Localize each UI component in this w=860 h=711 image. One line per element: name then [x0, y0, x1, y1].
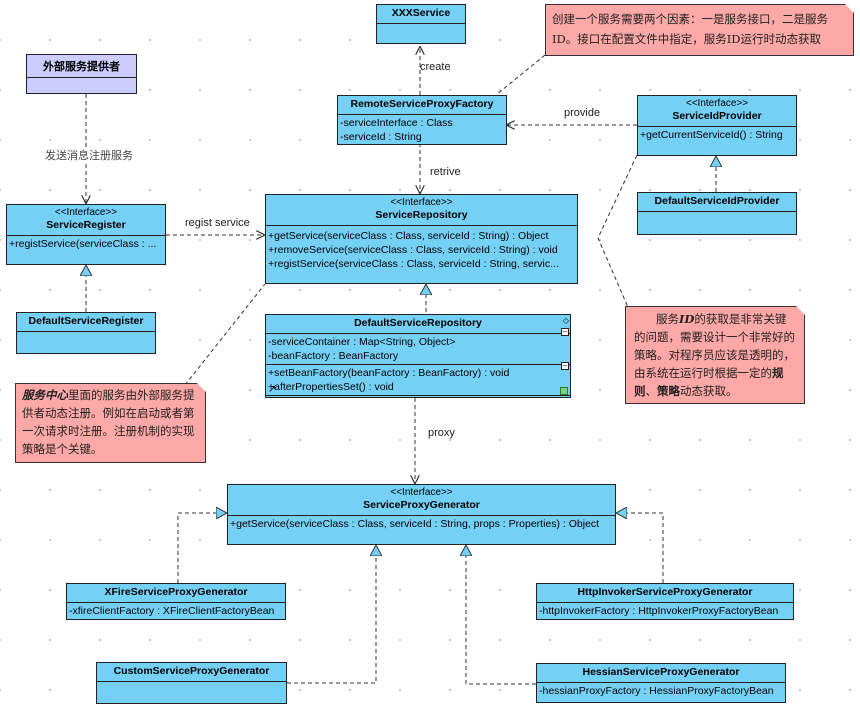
class-default-service-register[interactable]: DefaultServiceRegister: [16, 312, 156, 354]
collapse-operations-icon[interactable]: –: [561, 361, 569, 370]
stereotype: <<Interface>>: [390, 197, 453, 208]
class-name: DefaultServiceIdProvider: [654, 195, 780, 207]
label-proxy: proxy: [428, 427, 455, 439]
class-name: RemoteServiceProxyFactory: [350, 98, 494, 110]
edge-realize-hessian: [466, 545, 536, 685]
class-default-service-id-provider[interactable]: DefaultServiceIdProvider: [637, 192, 797, 235]
collapse-attributes-icon[interactable]: –: [561, 327, 569, 336]
class-httpinvoker-service-proxy-generator[interactable]: HttpInvokerServiceProxyGenerator -httpIn…: [536, 583, 794, 620]
note-service-center[interactable]: 服务中心里面的服务由外部服务提供者动态注册。例如在启动或者第一次请求时注册。注册…: [15, 383, 206, 463]
class-name: DefaultServiceRepository: [354, 317, 482, 329]
label-create: create: [420, 61, 451, 73]
attribute: -serviceInterface : Class: [340, 117, 453, 129]
note-id: ID: [679, 312, 695, 326]
anchor-note-left: [184, 283, 266, 386]
note-service-id-strategy[interactable]: 服务ID的获取是非常关键的问题，需要设计一个非常好的策略。对程序员应该是透明的，…: [625, 306, 805, 404]
class-name: ServiceRepository: [375, 209, 468, 221]
class-name: ServiceIdProvider: [672, 110, 762, 122]
operation: +registService(serviceClass : Class, ser…: [268, 258, 559, 270]
class-name: HessianServiceProxyGenerator: [582, 666, 740, 678]
actor-external-provider[interactable]: 外部服务提供者: [26, 54, 137, 94]
class-xfire-service-proxy-generator[interactable]: XFireServiceProxyGenerator -xfireClientF…: [66, 583, 286, 620]
class-default-service-repository[interactable]: DefaultServiceRepository -serviceContain…: [265, 314, 571, 398]
class-custom-service-proxy-generator[interactable]: CustomServiceProxyGenerator: [96, 662, 287, 704]
stereotype: <<Interface>>: [685, 98, 749, 109]
label-retrive: retrive: [430, 166, 461, 178]
stereotype: <<Interface>>: [54, 207, 118, 218]
class-hessian-service-proxy-generator[interactable]: HessianServiceProxyGenerator -hessianPro…: [536, 663, 786, 703]
class-name: XXXService: [391, 7, 451, 19]
operation: +registService(serviceClass : ...: [9, 238, 157, 250]
class-name: ServiceProxyGenerator: [363, 499, 480, 511]
operation: +afterPropertiesSet() : void: [268, 381, 394, 393]
label-register-message: 发送消息注册服务: [44, 147, 134, 163]
class-name: DefaultServiceRegister: [28, 315, 144, 327]
edge-realize-httpinvoker: [616, 513, 664, 583]
class-name: XFireServiceProxyGenerator: [104, 586, 248, 598]
note-text: 创建一个服务需要两个因素：一是服务接口，二是服务ID。接口在配置文件中指定，服务…: [552, 12, 828, 46]
operation: +getService(serviceClass : Class, servic…: [230, 518, 600, 530]
note-text: 、: [645, 384, 658, 398]
attribute: -serviceId : String: [340, 131, 422, 143]
anchor-note-right: [597, 154, 638, 313]
note-text: 的获取是非常关键的问题，需要设计一个非常好的策略。对程序员应该是透明的，由系统在…: [634, 312, 795, 380]
class-service-register[interactable]: <<Interface>> ServiceRegister +registSer…: [6, 204, 166, 265]
label-regist-service: regist service: [185, 217, 250, 229]
class-xxxservice[interactable]: XXXService: [376, 4, 466, 44]
operation: +setBeanFactory(beanFactory : BeanFactor…: [268, 367, 510, 379]
operation: +removeService(serviceClass : Class, ser…: [268, 244, 558, 256]
label-provide: provide: [564, 107, 601, 119]
class-name: CustomServiceProxyGenerator: [113, 665, 270, 677]
class-service-proxy-generator[interactable]: <<Interface>> ServiceProxyGenerator +get…: [227, 484, 616, 545]
note-strong: 策略: [657, 384, 680, 398]
attribute: -httpInvokerFactory : HttpInvokerProxyFa…: [539, 605, 779, 617]
class-name: ServiceRegister: [46, 219, 126, 231]
class-service-repository[interactable]: <<Interface>> ServiceRepository +getServ…: [265, 194, 578, 284]
note-service-factors[interactable]: 创建一个服务需要两个因素：一是服务接口，二是服务ID。接口在配置文件中指定，服务…: [545, 4, 854, 56]
note-strong: 服务中心: [22, 388, 68, 402]
note-text: 服务: [656, 312, 679, 326]
anchor-note-top: [495, 54, 546, 96]
shortcut-arrow-icon[interactable]: ↗: [268, 384, 277, 395]
stereotype: <<Interface>>: [390, 487, 453, 498]
resource-link-icon[interactable]: [560, 387, 568, 395]
attribute: -serviceContainer : Map<String, Object>: [268, 336, 456, 348]
operation: +getService(serviceClass : Class, servic…: [268, 230, 549, 242]
attribute: -beanFactory : BeanFactory: [268, 350, 399, 362]
edge-realize-custom: [287, 545, 376, 684]
attribute: -hessianProxyFactory : HessianProxyFacto…: [539, 685, 774, 697]
actor-label: 外部服务提供者: [27, 55, 136, 78]
collapse-toggle-icon[interactable]: ◇: [562, 316, 570, 325]
operation: +getCurrentServiceId() : String: [640, 129, 783, 141]
note-text: 里面的服务由外部服务提供者动态注册。例如在启动或者第一次请求时注册。注册机制的实…: [22, 388, 195, 456]
class-name: HttpInvokerServiceProxyGenerator: [577, 586, 753, 598]
note-strong: 规则: [634, 366, 784, 398]
class-service-id-provider[interactable]: <<Interface>> ServiceIdProvider +getCurr…: [637, 95, 797, 156]
class-remote-service-proxy-factory[interactable]: RemoteServiceProxyFactory -serviceInterf…: [337, 95, 507, 145]
edge-realize-xfire: [177, 513, 227, 583]
note-text: 动态获取。: [680, 384, 738, 398]
attribute: -xfireClientFactory : XFireClientFactory…: [69, 605, 275, 617]
